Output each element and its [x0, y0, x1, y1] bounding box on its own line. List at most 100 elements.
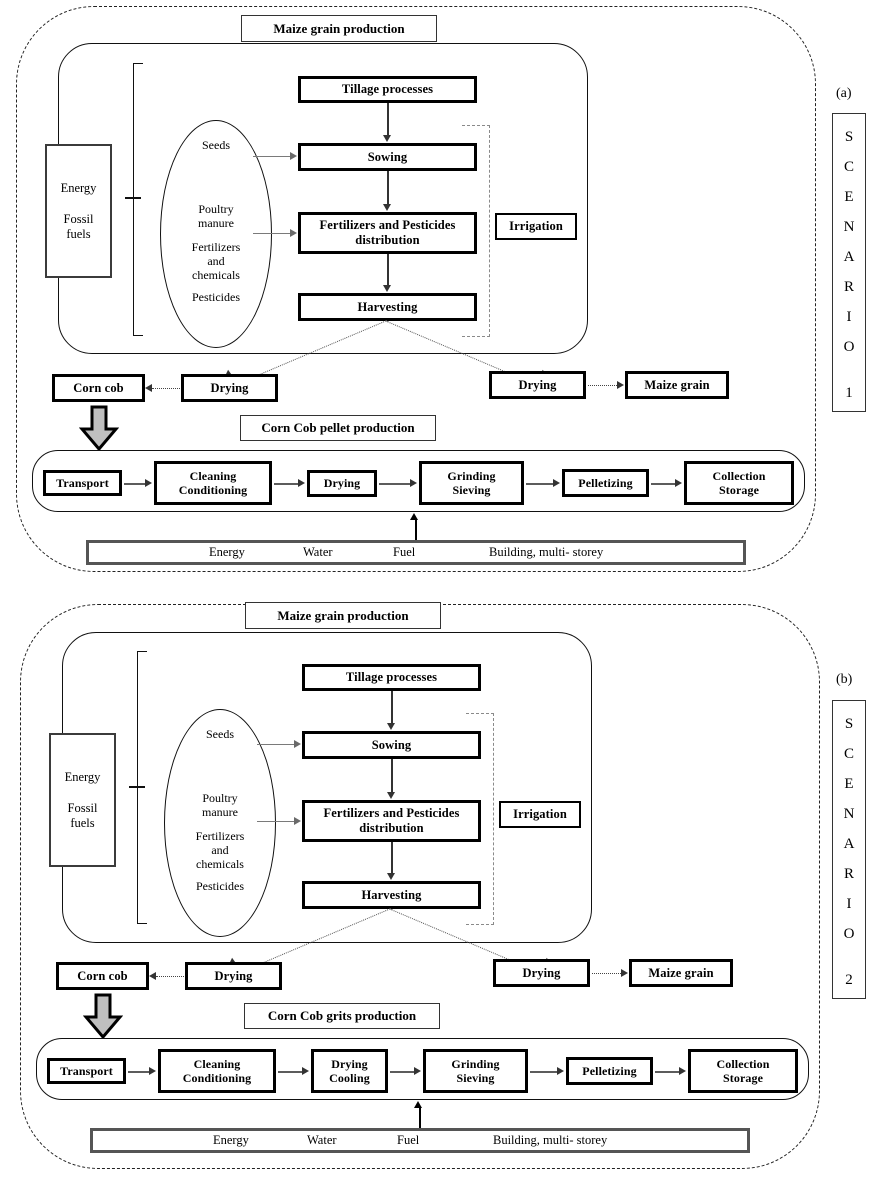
scenario-letter: S: [844, 715, 854, 732]
arrow-fertilizers-to-harvesting-a: [387, 254, 389, 286]
arrow-head-right: [149, 1067, 156, 1075]
process-grinding-sieving-b: Grinding Sieving: [423, 1049, 528, 1093]
scenario-letter: I: [846, 895, 852, 912]
utility-building-b: Building, multi- storey: [493, 1133, 608, 1147]
drying-left-box-b: Drying: [185, 962, 282, 990]
scenario-letter: O: [843, 925, 855, 942]
arrow-head-right: [410, 479, 417, 487]
arrow-head-right: [290, 152, 297, 160]
arrow-sowing-to-fertilizers-b: [391, 759, 393, 793]
utility-energy-a: Energy: [209, 545, 245, 559]
arrow-head-down: [382, 204, 391, 211]
drying-right-box-a: Drying: [489, 371, 586, 399]
step-sowing-a: Sowing: [298, 143, 477, 171]
scenario-letter: S: [844, 128, 854, 145]
arrow-utilities-to-process-a: [415, 520, 417, 542]
arrow-utilities-to-process-b: [419, 1108, 421, 1130]
step-sowing-b: Sowing: [302, 731, 481, 759]
arrow-head-right: [294, 817, 301, 825]
scenario-letter: N: [843, 218, 855, 235]
process-pelletizing-b: Pelletizing: [566, 1057, 653, 1085]
scenario-letter: R: [843, 278, 854, 295]
ellipse-item-pesticides: Pesticides: [196, 879, 244, 893]
pellet-production-area-a: [32, 450, 805, 512]
step-tillage-processes-b: Tillage processes: [302, 664, 481, 691]
arrow-head-right: [145, 479, 152, 487]
arrow-head-down: [382, 135, 391, 142]
panel-tag-b: (b): [836, 672, 853, 687]
corn-cob-box-b: Corn cob: [56, 962, 149, 990]
ellipse-item-seeds: Seeds: [202, 138, 230, 152]
process-transport-a: Transport: [43, 470, 122, 496]
arrow-seeds-to-sowing-a: [253, 156, 291, 158]
inputs-bracket-a: [133, 63, 143, 336]
maize-grain-box-b: Maize grain: [629, 959, 733, 987]
process-collection-storage-b: Collection Storage: [688, 1049, 798, 1093]
arrow-head-right: [675, 479, 682, 487]
fossil-fuels-label: Fossil fuels: [63, 211, 94, 241]
process-grinding-sieving-a: Grinding Sieving: [419, 461, 524, 505]
process-drying-a: Drying: [307, 470, 377, 497]
arrow-head-down: [386, 723, 395, 730]
process-cleaning-conditioning-b: Cleaning Conditioning: [158, 1049, 276, 1093]
scenario-letter: R: [843, 865, 854, 882]
energy-input-box-b: Energy Fossil fuels: [49, 733, 116, 867]
arrow-inputs-to-fertilizers-a: [253, 233, 291, 235]
irrigation-bracket-b: [466, 713, 494, 925]
process-drying-cooling-b: Drying Cooling: [311, 1049, 388, 1093]
connector-drying-to-maize-grain-a: [588, 385, 619, 386]
arrow-transport-to-cleaning-a: [124, 483, 146, 485]
scenario-letter: O: [843, 338, 855, 355]
utility-fuel-a: Fuel: [393, 545, 416, 559]
ellipse-item-pesticides: Pesticides: [192, 290, 240, 304]
scenario-letter: E: [844, 188, 854, 205]
arrow-head-right: [298, 479, 305, 487]
panel-b-subtitle: Corn Cob grits production: [244, 1003, 440, 1029]
drying-right-box-b: Drying: [493, 959, 590, 987]
process-transport-b: Transport: [47, 1058, 126, 1084]
arrow-head-left: [149, 972, 156, 980]
arrow-inputs-to-fertilizers-b: [257, 821, 295, 823]
arrow-grinding-to-pelletizing-a: [526, 483, 554, 485]
arrow-pelletizing-to-collection-a: [651, 483, 676, 485]
panel-a-title: Maize grain production: [241, 15, 437, 42]
arrow-head-right: [557, 1067, 564, 1075]
arrow-grinding-to-pelletizing-b: [530, 1071, 558, 1073]
drying-left-box-a: Drying: [181, 374, 278, 402]
arrow-tillage-to-sowing-b: [391, 691, 393, 724]
process-pelletizing-a: Pelletizing: [562, 469, 649, 497]
scenario-letter: I: [846, 308, 852, 325]
ellipse-item-fertilizers-chemicals: Fertilizers and chemicals: [191, 240, 241, 282]
corn-cob-box-a: Corn cob: [52, 374, 145, 402]
energy-label: Energy: [64, 769, 101, 784]
irrigation-bracket-a: [462, 125, 490, 337]
arrow-pelletizing-to-collection-b: [655, 1071, 680, 1073]
ellipse-item-seeds: Seeds: [206, 727, 234, 741]
arrow-head-right: [294, 740, 301, 748]
ellipse-item-fertilizers-chemicals: Fertilizers and chemicals: [195, 829, 245, 871]
scenario-letter: C: [843, 158, 854, 175]
utilities-bar-b: Energy Water Fuel Building, multi- store…: [90, 1128, 750, 1153]
scenario-letter: N: [843, 805, 855, 822]
arrow-head-down: [386, 873, 395, 880]
block-arrow-down-a: [79, 405, 119, 451]
step-harvesting-b: Harvesting: [302, 881, 481, 909]
irrigation-box-b: Irrigation: [499, 801, 581, 828]
panel-a-subtitle: Corn Cob pellet production: [240, 415, 436, 441]
energy-input-box-a: Energy Fossil fuels: [45, 144, 112, 278]
utility-water-a: Water: [303, 545, 333, 559]
arrow-head-left: [145, 384, 152, 392]
arrow-head-down: [386, 792, 395, 799]
arrow-transport-to-cleaning-b: [128, 1071, 150, 1073]
arrow-fertilizers-to-harvesting-b: [391, 842, 393, 874]
scenario-letter: E: [844, 775, 854, 792]
scenario-letter: A: [843, 835, 855, 852]
utility-building-a: Building, multi- storey: [489, 545, 604, 559]
maize-grain-box-a: Maize grain: [625, 371, 729, 399]
step-tillage-processes-a: Tillage processes: [298, 76, 477, 103]
connector-drying-to-corn-cob-a: [152, 388, 180, 389]
arrow-cleaning-to-drying-b: [278, 1071, 303, 1073]
scenario-number: 1: [845, 384, 853, 401]
scenario-1-boundary: [16, 6, 816, 572]
arrow-drying-to-grinding-a: [379, 483, 411, 485]
